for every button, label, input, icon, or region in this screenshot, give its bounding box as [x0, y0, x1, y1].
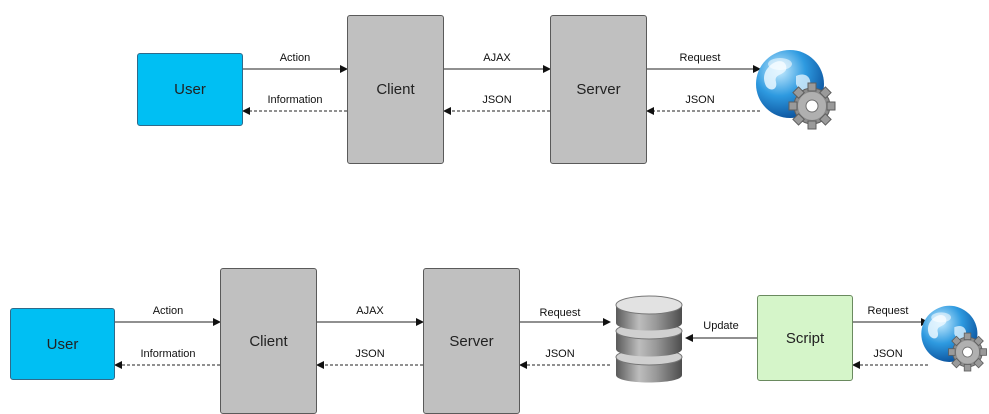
server-box-1: Server [550, 15, 647, 164]
script-box: Script [757, 295, 853, 381]
label-json-1a: JSON [482, 94, 512, 106]
client-label-1: Client [376, 81, 415, 98]
label-request-2a: Request [539, 307, 581, 319]
label-request-2b: Request [867, 305, 909, 317]
label-information-1: Information [267, 94, 323, 106]
client-box-1: Client [347, 15, 444, 164]
label-ajax-2: AJAX [356, 305, 384, 317]
user-label-1: User [174, 81, 206, 98]
database-icon [615, 295, 683, 383]
label-ajax-1: AJAX [483, 52, 511, 64]
client-label-2: Client [249, 332, 288, 350]
label-json-2a: JSON [355, 348, 385, 360]
label-request-1: Request [679, 52, 721, 64]
label-json-2b: JSON [545, 348, 575, 360]
user-box-2: User [10, 308, 115, 380]
label-json-1b: JSON [685, 94, 715, 106]
globe-gear-icon [756, 50, 836, 130]
server-label-2: Server [449, 332, 494, 350]
globe-gear-icon-2 [921, 305, 987, 372]
label-action-2: Action [152, 305, 184, 317]
user-box-1: User [137, 53, 243, 126]
user-label-2: User [46, 335, 79, 353]
label-update: Update [703, 320, 739, 332]
server-label-1: Server [576, 81, 621, 98]
label-json-2c: JSON [873, 348, 903, 360]
client-box-2: Client [220, 268, 317, 414]
script-label: Script [785, 329, 825, 347]
label-information-2: Information [140, 348, 196, 360]
server-box-2: Server [423, 268, 520, 414]
label-action-1: Action [279, 52, 311, 64]
